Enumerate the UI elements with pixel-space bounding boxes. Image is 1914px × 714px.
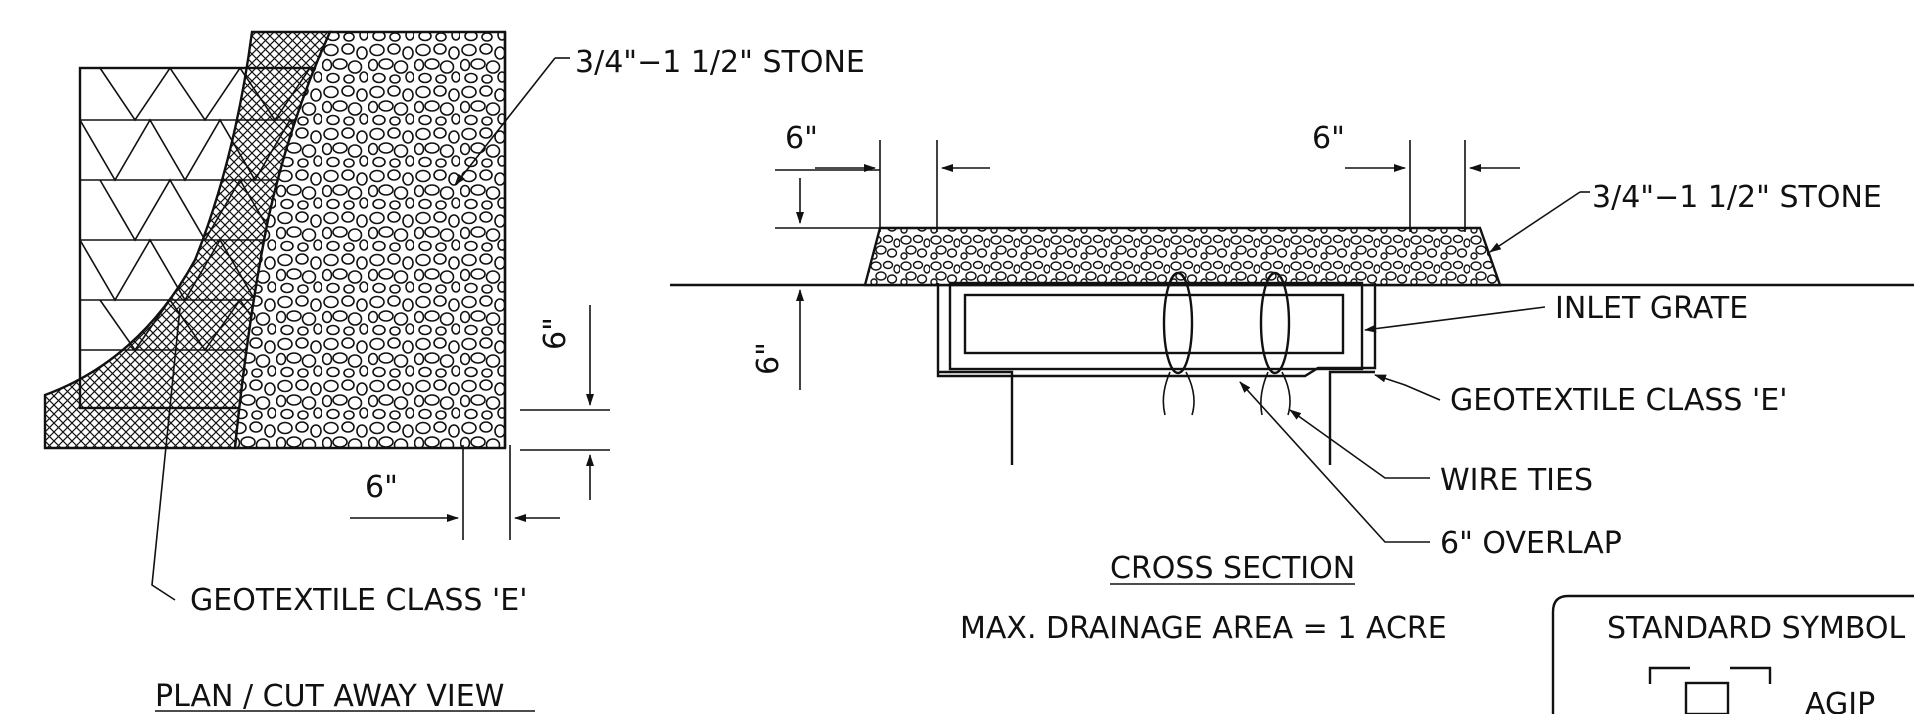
dim-6-b: 6" <box>1312 121 1345 156</box>
geotextile-label-plan: GEOTEXTILE CLASS 'E' <box>190 583 527 618</box>
overlap-label: 6" OVERLAP <box>1440 526 1622 561</box>
cross-section-view: 6" 6" 6" 3/4"−1 1/2" STONE INLET GRATE G… <box>670 121 1914 646</box>
wire-tie-right <box>1259 271 1291 375</box>
inlet-grate-inner <box>963 293 1345 355</box>
agip-symbol-code: AGIP <box>1805 687 1875 714</box>
dim-6-vertical-left: 6" <box>751 342 786 375</box>
plan-title: PLAN / CUT AWAY VIEW <box>155 679 504 714</box>
wire-tie-left <box>1162 271 1194 375</box>
dim-6-a: 6" <box>785 121 818 156</box>
stone-fill-icon <box>233 30 507 450</box>
max-drainage-note: MAX. DRAINAGE AREA = 1 ACRE <box>960 611 1447 646</box>
plan-view: 3/4"−1 1/2" STONE 6" 6" GEOTEXTILE CLASS… <box>43 30 865 714</box>
stone-label-plan: 3/4"−1 1/2" STONE <box>575 45 865 80</box>
inlet-grate-label: INLET GRATE <box>1555 291 1748 326</box>
stone-mound-icon <box>863 226 1502 287</box>
wire-ties-label: WIRE TIES <box>1440 463 1593 498</box>
cross-section-title: CROSS SECTION <box>1110 551 1355 586</box>
dim-6-vertical-plan: 6" <box>538 317 573 350</box>
dim-6-plan-bottom: 6" <box>365 470 398 505</box>
inlet-grate-outer <box>948 281 1364 371</box>
standard-symbol-box: STANDARD SYMBOL AGIP <box>1551 594 1914 714</box>
stone-label-xsec: 3/4"−1 1/2" STONE <box>1592 180 1882 215</box>
agip-symbol-icon <box>1648 666 1772 714</box>
standard-symbol-title: STANDARD SYMBOL <box>1607 611 1905 646</box>
geotextile-label-xsec: GEOTEXTILE CLASS 'E' <box>1450 383 1787 418</box>
